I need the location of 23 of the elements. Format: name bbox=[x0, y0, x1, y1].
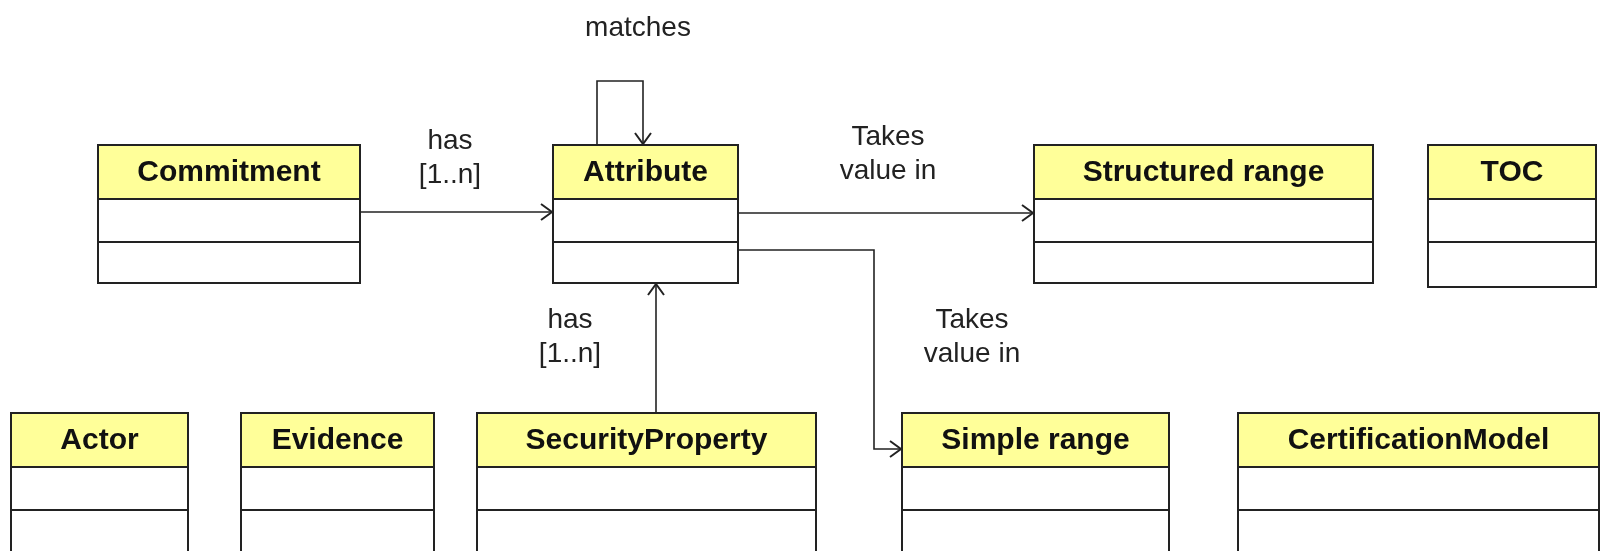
class-name: CertificationModel bbox=[1239, 414, 1598, 468]
class-box bbox=[10, 412, 189, 551]
class-box bbox=[901, 412, 1170, 551]
arrow bbox=[738, 204, 1034, 222]
class-name: Attribute bbox=[554, 146, 737, 200]
class-box bbox=[240, 412, 435, 551]
class-name: Actor bbox=[12, 414, 187, 468]
class-name: Structured range bbox=[1035, 146, 1372, 200]
class-name: TOC bbox=[1429, 146, 1595, 200]
class-box bbox=[552, 144, 739, 284]
class-box bbox=[1033, 144, 1374, 284]
class-box bbox=[1237, 412, 1600, 551]
arrow bbox=[596, 80, 652, 145]
class-name: Evidence bbox=[242, 414, 433, 468]
class-name: Simple range bbox=[903, 414, 1168, 468]
class-box bbox=[1427, 144, 1597, 288]
class-name: Commitment bbox=[99, 146, 359, 200]
arrow bbox=[360, 203, 553, 221]
class-name: SecurityProperty bbox=[478, 414, 815, 468]
arrow bbox=[738, 249, 902, 458]
arrow bbox=[647, 283, 665, 413]
class-box bbox=[97, 144, 361, 284]
class-box bbox=[476, 412, 817, 551]
